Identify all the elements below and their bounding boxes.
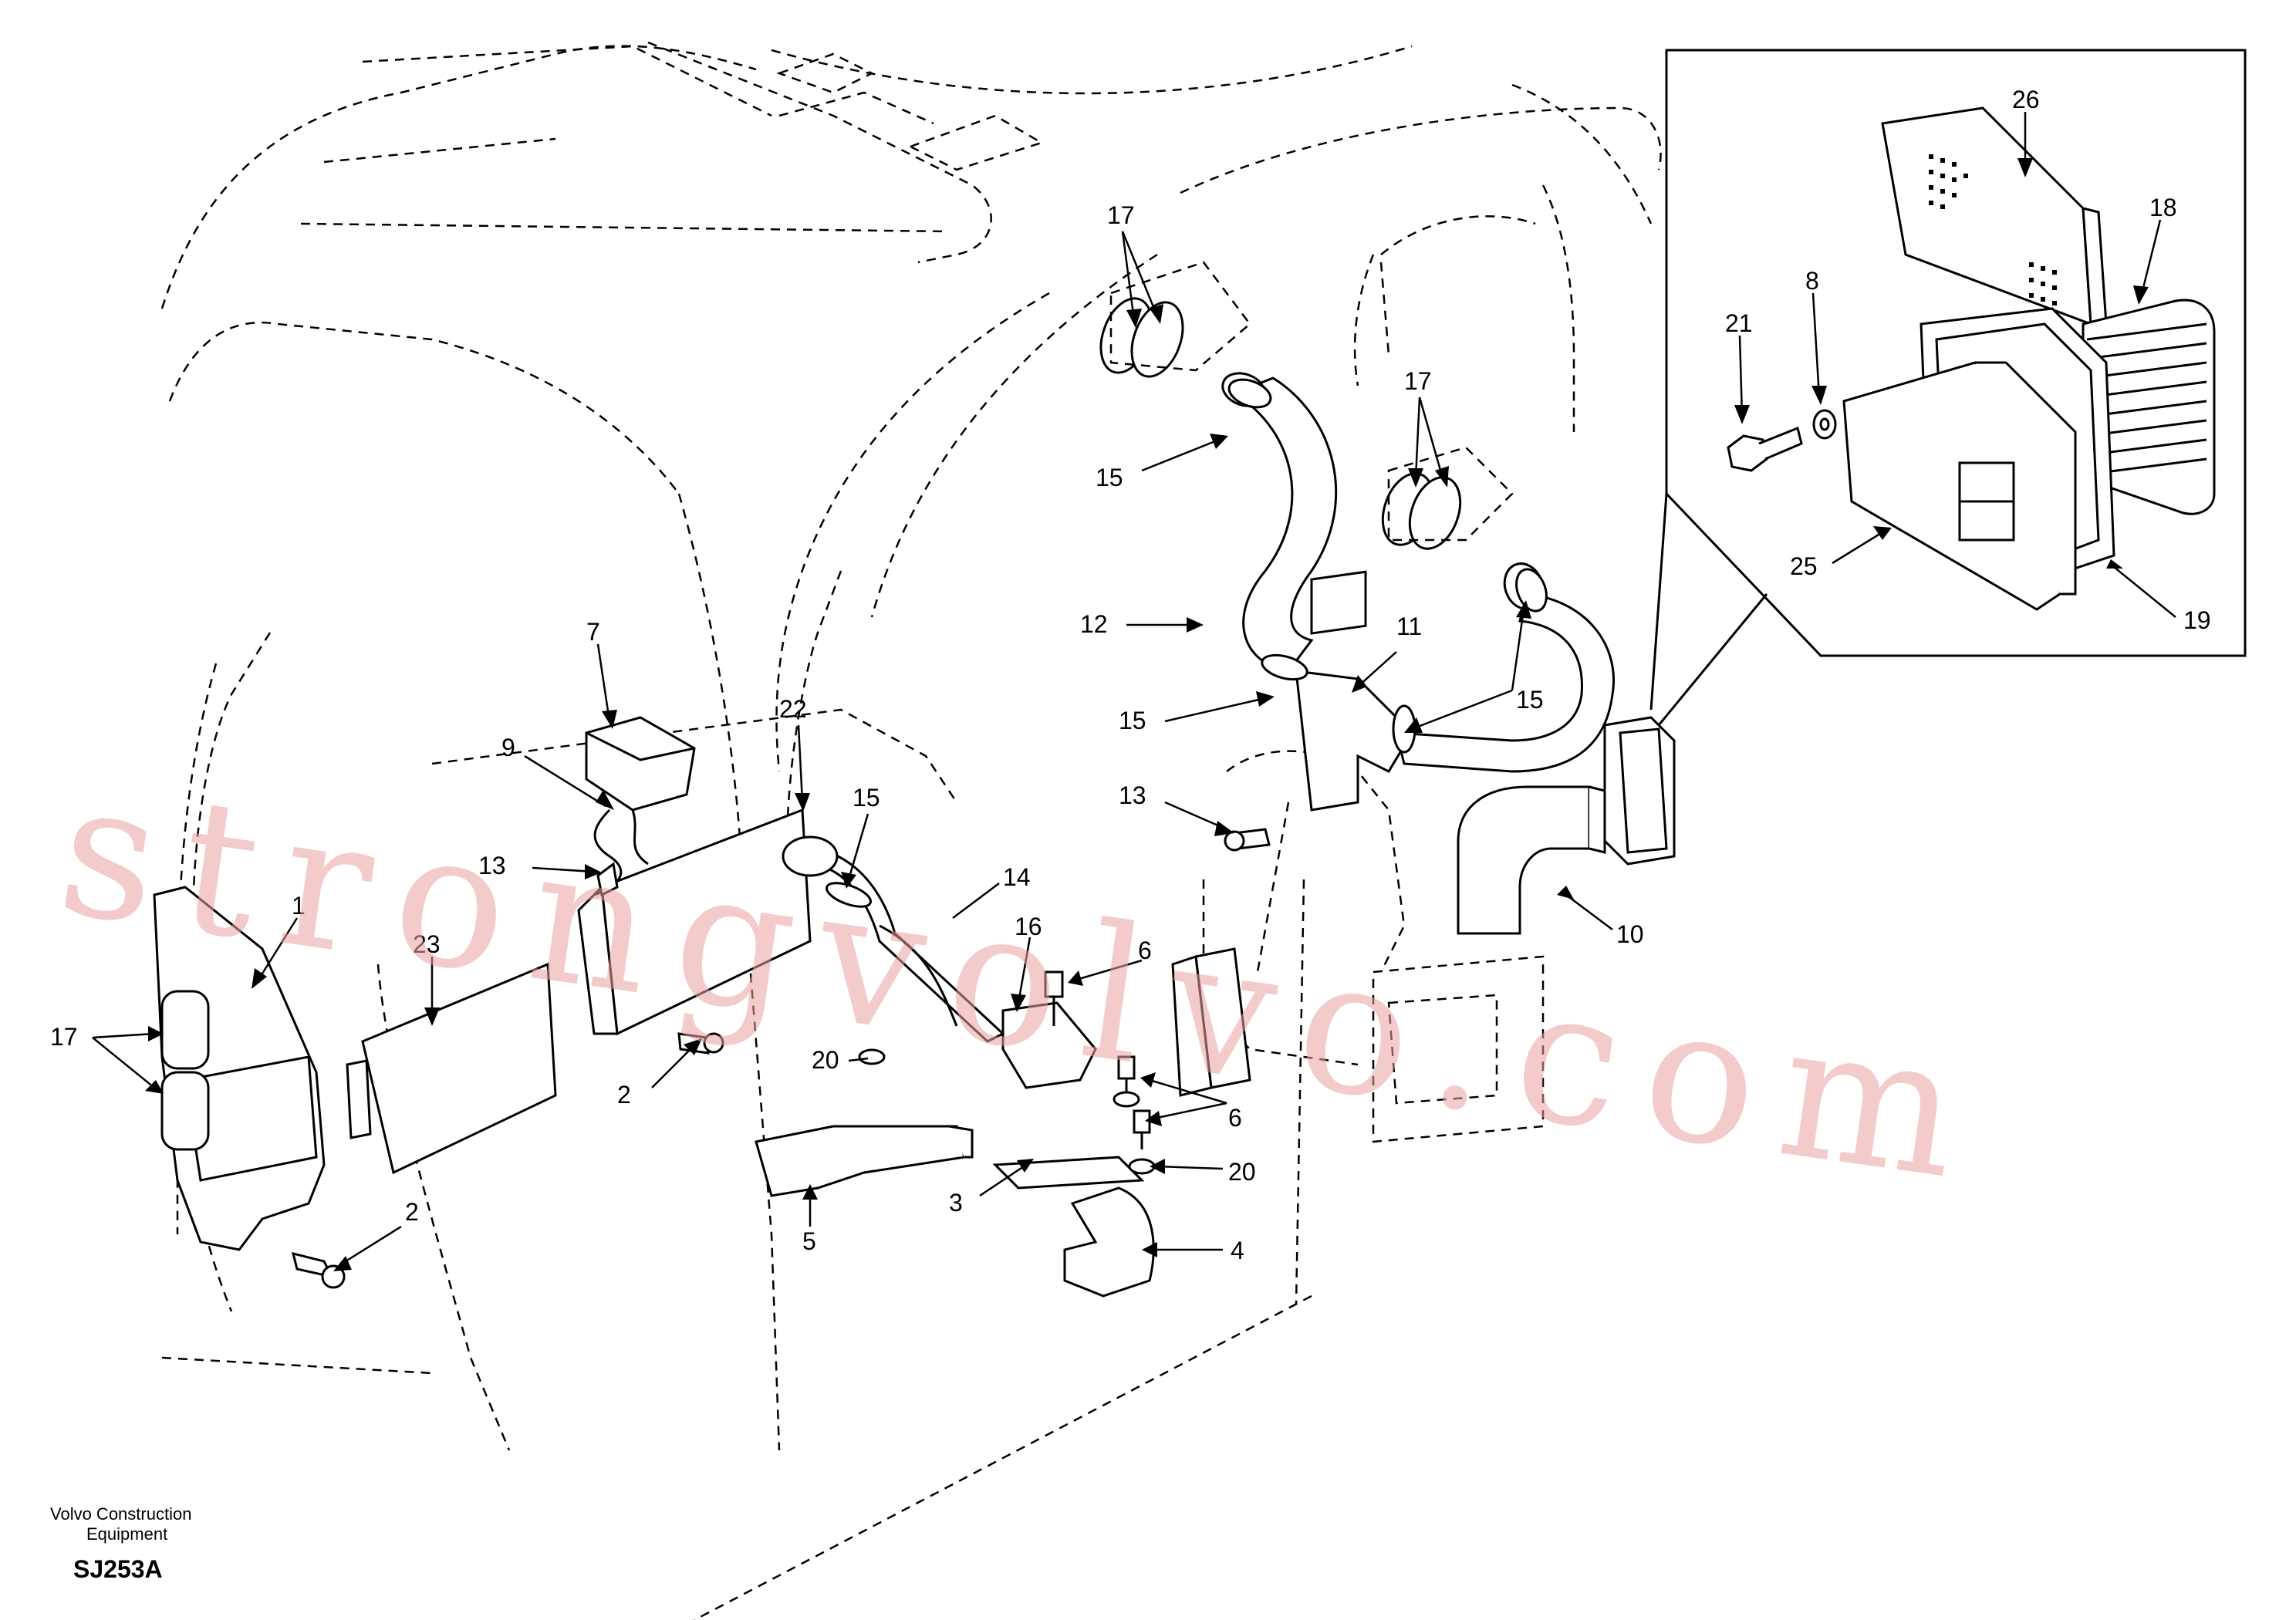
part-26-grille — [1881, 106, 2108, 326]
callout-7: 7 — [586, 618, 600, 646]
grille-perforations — [1929, 154, 2057, 305]
part-10-duct-elbow — [1457, 785, 1606, 935]
part-15-clamp-mid — [826, 882, 872, 908]
callout-23: 23 — [413, 930, 441, 958]
callout-6-top: 6 — [1138, 937, 1152, 964]
callout-13-left: 13 — [478, 852, 506, 879]
part-17-vent-outlet-upper-left — [1099, 261, 1251, 378]
callout-17-upper-right: 17 — [1404, 367, 1432, 395]
part-1-front-vent-housing — [153, 886, 326, 1251]
callout-14: 14 — [1003, 863, 1031, 891]
part-15-clamps-upper — [1227, 378, 1548, 754]
callout-6-mid: 6 — [1228, 1104, 1242, 1132]
callout-17-upper-left: 17 — [1107, 201, 1135, 229]
inset-pointer-left — [1649, 493, 1668, 710]
callout-15-right: 15 — [1516, 686, 1544, 714]
part-3-duct-joint — [992, 1001, 1145, 1190]
callout-8: 8 — [1805, 267, 1819, 295]
part-21-bolt — [1727, 426, 1803, 472]
part-20-washers — [858, 1048, 1156, 1175]
callout-13-right: 13 — [1119, 781, 1146, 809]
part-23-bracket-plate — [346, 962, 557, 1175]
leader-lines — [92, 112, 2176, 1271]
callout-20-right: 20 — [1228, 1158, 1256, 1186]
callout-12: 12 — [1080, 610, 1108, 638]
callout-5: 5 — [802, 1227, 816, 1255]
callout-11: 11 — [1396, 613, 1422, 640]
footer-company-line2: Equipment — [86, 1524, 167, 1544]
part-6-bolts — [1044, 970, 1151, 1149]
callout-2-lower: 2 — [405, 1198, 419, 1226]
part-2-screw-lower — [291, 1251, 346, 1289]
part-12-hose-right — [1395, 562, 1615, 773]
callout-17-left: 17 — [50, 1023, 78, 1051]
callout-15-left: 15 — [853, 784, 880, 812]
callout-25: 25 — [1790, 552, 1818, 580]
part-16-duct-pipe — [782, 835, 1005, 1043]
part-11-tee-connector — [1295, 570, 1413, 812]
part-7-relay-box — [585, 716, 696, 812]
part-14-hose-mid — [879, 924, 958, 1027]
footer-block: Volvo Construction Equipment SJ253A — [50, 1504, 191, 1583]
inset-detail-box — [1649, 49, 2247, 726]
part-rear-box-phantom — [1171, 947, 1251, 1097]
watermark-text: strongvolvo.com — [48, 740, 1997, 1223]
callout-4: 4 — [1231, 1237, 1244, 1264]
part-13-screw-right — [1224, 828, 1271, 852]
callout-10: 10 — [1616, 920, 1644, 948]
callout-15-top: 15 — [1096, 464, 1123, 491]
part-13-screw-left — [596, 862, 619, 897]
callout-19: 19 — [2183, 606, 2211, 634]
footer-company-line1: Volvo Construction — [50, 1504, 191, 1524]
part-22-mounting-plate — [577, 808, 812, 1036]
callout-16: 16 — [1015, 913, 1042, 940]
part-25-control-unit — [1842, 361, 2077, 611]
drawing-code: SJ253A — [73, 1555, 163, 1583]
callout-21: 21 — [1725, 309, 1753, 337]
callout-labels: 26 18 8 21 25 19 17 17 17 15 15 15 15 12… — [50, 86, 2211, 1264]
callout-9: 9 — [501, 734, 515, 761]
part-8-washer — [1812, 409, 1837, 440]
callout-2-mid: 2 — [617, 1081, 631, 1109]
part-5-outlet-duct — [755, 1125, 974, 1197]
part-4-elbow-duct — [1063, 1186, 1155, 1298]
part-17-vent-outlet-upper-right — [1381, 446, 1514, 550]
part-connector-box-right — [1603, 716, 1676, 866]
callout-3: 3 — [949, 1189, 963, 1217]
callout-22: 22 — [779, 695, 807, 723]
part-18-louver-panel — [2082, 299, 2216, 515]
callout-18: 18 — [2149, 194, 2177, 221]
callout-20-left: 20 — [812, 1046, 839, 1074]
callout-1: 1 — [292, 892, 306, 920]
inset-pointer-right — [1657, 593, 1768, 726]
part-17-vent-outlet-left — [160, 990, 210, 1151]
callout-26: 26 — [2012, 86, 2040, 113]
callout-15-mid: 15 — [1119, 707, 1146, 734]
part-2-screw-mid — [677, 1032, 724, 1055]
